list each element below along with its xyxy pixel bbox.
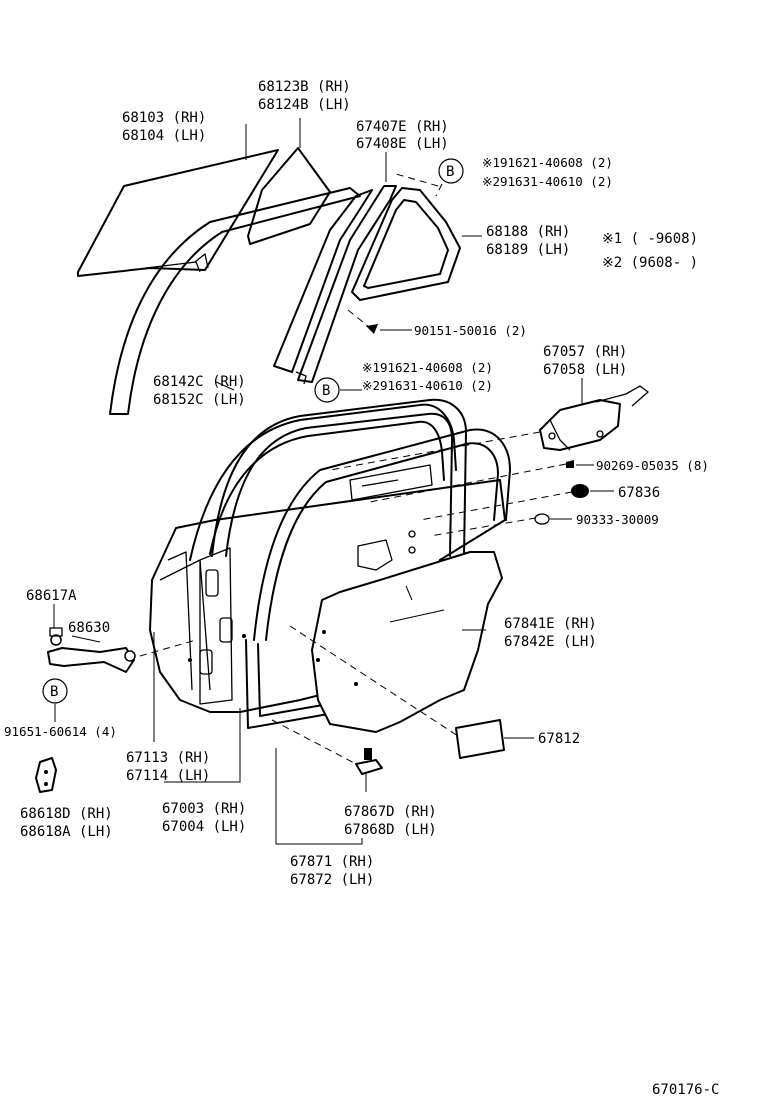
service-hole-cover [311,551,503,733]
quarter-weatherstrip [351,187,461,301]
label-68103-rh: 68103 (RH) [122,110,206,126]
label-67004-lh: 67004 (LH) [162,819,246,835]
door-check [47,604,136,673]
part-labels: 68123B (RH) 68124B (LH) 68103 (RH) 68104… [4,79,719,1098]
callout-b-upper-text: B [446,164,454,180]
label-68618a-lh: 68618A (LH) [20,824,113,840]
label-68123b-rh: 68123B (RH) [258,79,351,95]
leader-lines [153,118,486,845]
label-note-1: ※1 ( -9608) [602,231,698,247]
label-68189-lh: 68189 (LH) [486,242,570,258]
label-67868d-lh: 67868D (LH) [344,822,437,838]
door-frame [211,398,467,557]
door-lock [539,378,649,451]
lock-screw [566,460,594,468]
label-67871-rh: 67871 (RH) [290,854,374,870]
label-67057-rh: 67057 (RH) [543,344,627,360]
label-bolt-1: ※191621-40608 (2) [482,155,613,170]
callout-b-lower: B [42,678,68,722]
pad-67812 [455,719,534,759]
label-67113-rh: 67113 (RH) [126,750,210,766]
label-68104-lh: 68104 (LH) [122,128,206,144]
label-bolt-4: ※291631-40610 (2) [362,378,493,393]
label-91651: 91651-60614 (4) [4,724,117,739]
label-67407e-rh: 67407E (RH) [356,119,449,135]
label-67408e-lh: 67408E (LH) [356,136,449,152]
label-bolt-2: ※291631-40610 (2) [482,174,613,189]
glass-run [109,187,361,415]
screw-90151 [347,309,412,334]
label-67003-rh: 67003 (RH) [162,801,246,817]
label-67842e-lh: 67842E (LH) [504,634,597,650]
label-90269: 90269-05035 (8) [596,458,709,473]
label-67872-lh: 67872 (LH) [290,872,374,888]
label-67841e-rh: 67841E (RH) [504,616,597,632]
figure-code: 670176-C [652,1082,719,1098]
label-67114-lh: 67114 (LH) [126,768,210,784]
label-note-2: ※2 (9608- ) [602,255,698,271]
label-68618d-rh: 68618D (RH) [20,806,113,822]
label-67836: 67836 [618,485,660,501]
door-weatherstrip [245,428,511,729]
label-68188-rh: 68188 (RH) [486,224,570,240]
grommet [355,748,383,792]
door-panel [149,403,506,713]
clip-90333 [534,513,572,525]
label-68152c-lh: 68152C (LH) [153,392,246,408]
label-68617a: 68617A [26,588,77,604]
callout-b-lower-text: B [50,684,58,700]
callout-b-middle-text: B [322,383,330,399]
division-bar [273,185,397,385]
guide-lines [139,431,573,767]
label-90333: 90333-30009 [576,512,659,527]
label-67867d-rh: 67867D (RH) [344,804,437,820]
plug-67836 [571,484,614,498]
callout-b-middle: B [314,377,362,403]
label-67812: 67812 [538,731,580,747]
label-68142c-rh: 68142C (RH) [153,374,246,390]
label-68630: 68630 [68,620,110,636]
label-68124b-lh: 68124B (LH) [258,97,351,113]
door-hinge [35,757,57,793]
callout-b-upper: B [395,158,464,197]
label-90151: 90151-50016 (2) [414,323,527,338]
label-67058-lh: 67058 (LH) [543,362,627,378]
label-bolt-3: ※191621-40608 (2) [362,360,493,375]
